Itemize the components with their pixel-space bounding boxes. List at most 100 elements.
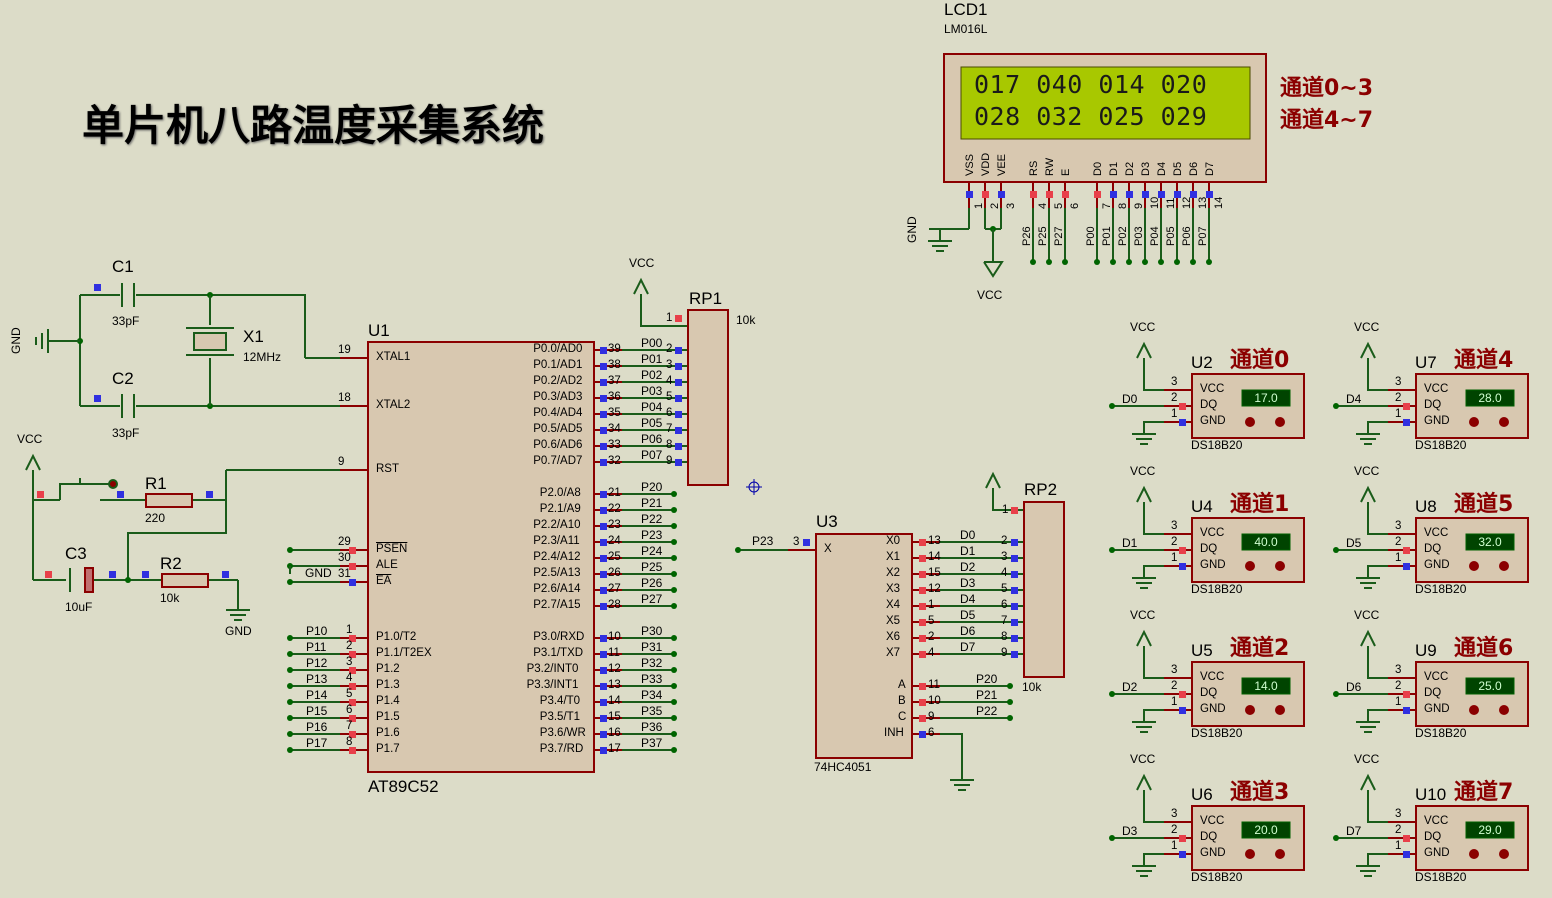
sensor-vcc-label: VCC	[1354, 608, 1380, 622]
mcu-pin-name: P2.2/A10	[533, 519, 581, 531]
junction-dot	[1206, 259, 1212, 265]
rp1-pin-number: 8	[666, 439, 673, 451]
mux-x-name: X	[824, 543, 832, 555]
sensor-channel: 通道4	[1454, 348, 1514, 373]
sensor-ref: U2	[1191, 353, 1213, 372]
mux-ref: U3	[816, 512, 838, 531]
sensor-ref: U6	[1191, 785, 1213, 804]
lcd-pin-name: D3	[1140, 161, 1152, 176]
wire	[992, 488, 1024, 511]
pin-marker-blue	[600, 347, 607, 354]
sensor-pin-vcc: VCC	[1424, 815, 1449, 827]
sensor-button	[1469, 705, 1479, 715]
sensor-temperature: 29.0	[1478, 823, 1502, 837]
mcu-net-label: P07	[641, 448, 663, 462]
mcu-pin-name: ALE	[376, 559, 398, 571]
mcu-pin-name: P3.6/WR	[539, 727, 586, 739]
sensor-model: DS18B20	[1191, 726, 1243, 740]
mux-pin-number: 6	[928, 727, 935, 739]
pin-marker-red	[349, 651, 356, 658]
sensor-net-label: D2	[1122, 680, 1138, 694]
mcu-net-label: P31	[641, 640, 663, 654]
mcu-pin-name: P1.6	[376, 727, 400, 739]
sensor-button	[1499, 561, 1509, 571]
pin-marker-red	[37, 491, 44, 498]
lcd-row-2: 028 032 025 029	[974, 102, 1208, 131]
sensor-temperature: 28.0	[1478, 391, 1502, 405]
sensor-pin-num: 3	[1395, 376, 1402, 388]
rp2-ref: RP2	[1024, 480, 1058, 499]
sensor-temperature: 20.0	[1254, 823, 1278, 837]
mcu-pin-name: P1.1/T2EX	[376, 647, 432, 659]
sensor-pin-num: 1	[1395, 408, 1402, 420]
pin-marker-red	[349, 731, 356, 738]
mcu-net-label: P23	[641, 528, 663, 542]
sensor-temperature: 14.0	[1254, 679, 1278, 693]
sensor-net-label: D4	[1346, 392, 1362, 406]
mcu-pin-name: P1.5	[376, 711, 400, 723]
mux-net-label: P22	[976, 704, 998, 718]
sensor-pin-vcc: VCC	[1200, 527, 1225, 539]
sensor-model: DS18B20	[1415, 726, 1467, 740]
sensor-button	[1275, 417, 1285, 427]
pin-marker-blue	[1179, 419, 1186, 426]
pin-marker-red	[349, 683, 356, 690]
r2-body	[161, 573, 209, 588]
junction-dot	[287, 579, 293, 585]
mcu-pin-name: P2.3/A11	[533, 535, 580, 547]
lcd-pin-number: 7	[1101, 202, 1113, 209]
mcu-pin-name: RST	[376, 463, 399, 475]
pin-marker-blue	[1011, 539, 1018, 546]
pin-marker-blue	[1011, 571, 1018, 578]
sensor-pin-vcc: VCC	[1200, 383, 1225, 395]
sensor-pin-gnd: GND	[1424, 559, 1450, 571]
sensor-model: DS18B20	[1191, 582, 1243, 596]
sensor-pin-num: 3	[1171, 520, 1178, 532]
mux-pin-name: X3	[886, 583, 901, 595]
mux-model: 74HC4051	[814, 760, 872, 774]
wire	[1367, 790, 1388, 823]
sensor-temperature: 25.0	[1478, 679, 1502, 693]
rp1-vcc-label: VCC	[629, 256, 655, 270]
sensor-display	[1241, 389, 1291, 407]
junction-dot	[1109, 835, 1115, 841]
pin-marker-blue	[94, 284, 101, 291]
pin-marker-blue	[1190, 191, 1197, 198]
mux-pin-name: X0	[886, 535, 901, 547]
mcu-net-label: P11	[306, 640, 327, 654]
lcd-pin-name: VEE	[996, 153, 1008, 176]
mcu-pin-number: 34	[608, 423, 621, 435]
wire	[1367, 358, 1388, 391]
c3-plate-polar	[84, 567, 94, 593]
pin-marker-blue	[600, 667, 607, 674]
r2-ref: R2	[160, 554, 182, 573]
junction-dot	[1062, 259, 1068, 265]
wire	[1143, 565, 1164, 578]
sensor-model: DS18B20	[1415, 438, 1467, 452]
mcu-net-label: P27	[641, 592, 663, 606]
sensor-pin-num: 2	[1171, 824, 1178, 836]
wire	[1367, 709, 1388, 722]
sensor-pin-num: 3	[1171, 376, 1178, 388]
pin-marker-red	[919, 555, 926, 562]
vcc-arrow	[1360, 629, 1376, 647]
junction-dot	[1007, 699, 1013, 705]
mcu-pin-name: P3.2/INT0	[526, 663, 579, 675]
sensor-button	[1275, 849, 1285, 859]
pin-marker-blue	[142, 571, 149, 578]
mcu-pin-name: P0.7/AD7	[533, 455, 583, 467]
junction-dot	[671, 667, 677, 673]
mux-pin-name: B	[898, 695, 906, 707]
pin-marker-blue	[803, 539, 810, 546]
pin-marker-red	[675, 315, 682, 322]
pin-marker-red	[349, 547, 356, 554]
pin-marker-red	[45, 571, 52, 578]
pin-marker-red	[1046, 191, 1053, 198]
mux-pin-name: C	[898, 711, 907, 723]
pin-marker-red	[919, 651, 926, 658]
pin-marker-red	[919, 539, 926, 546]
mcu-pin-number: 18	[338, 392, 351, 404]
pin-marker-blue	[206, 491, 213, 498]
pin-marker-red	[349, 563, 356, 570]
mux-net-label: D2	[960, 560, 976, 574]
